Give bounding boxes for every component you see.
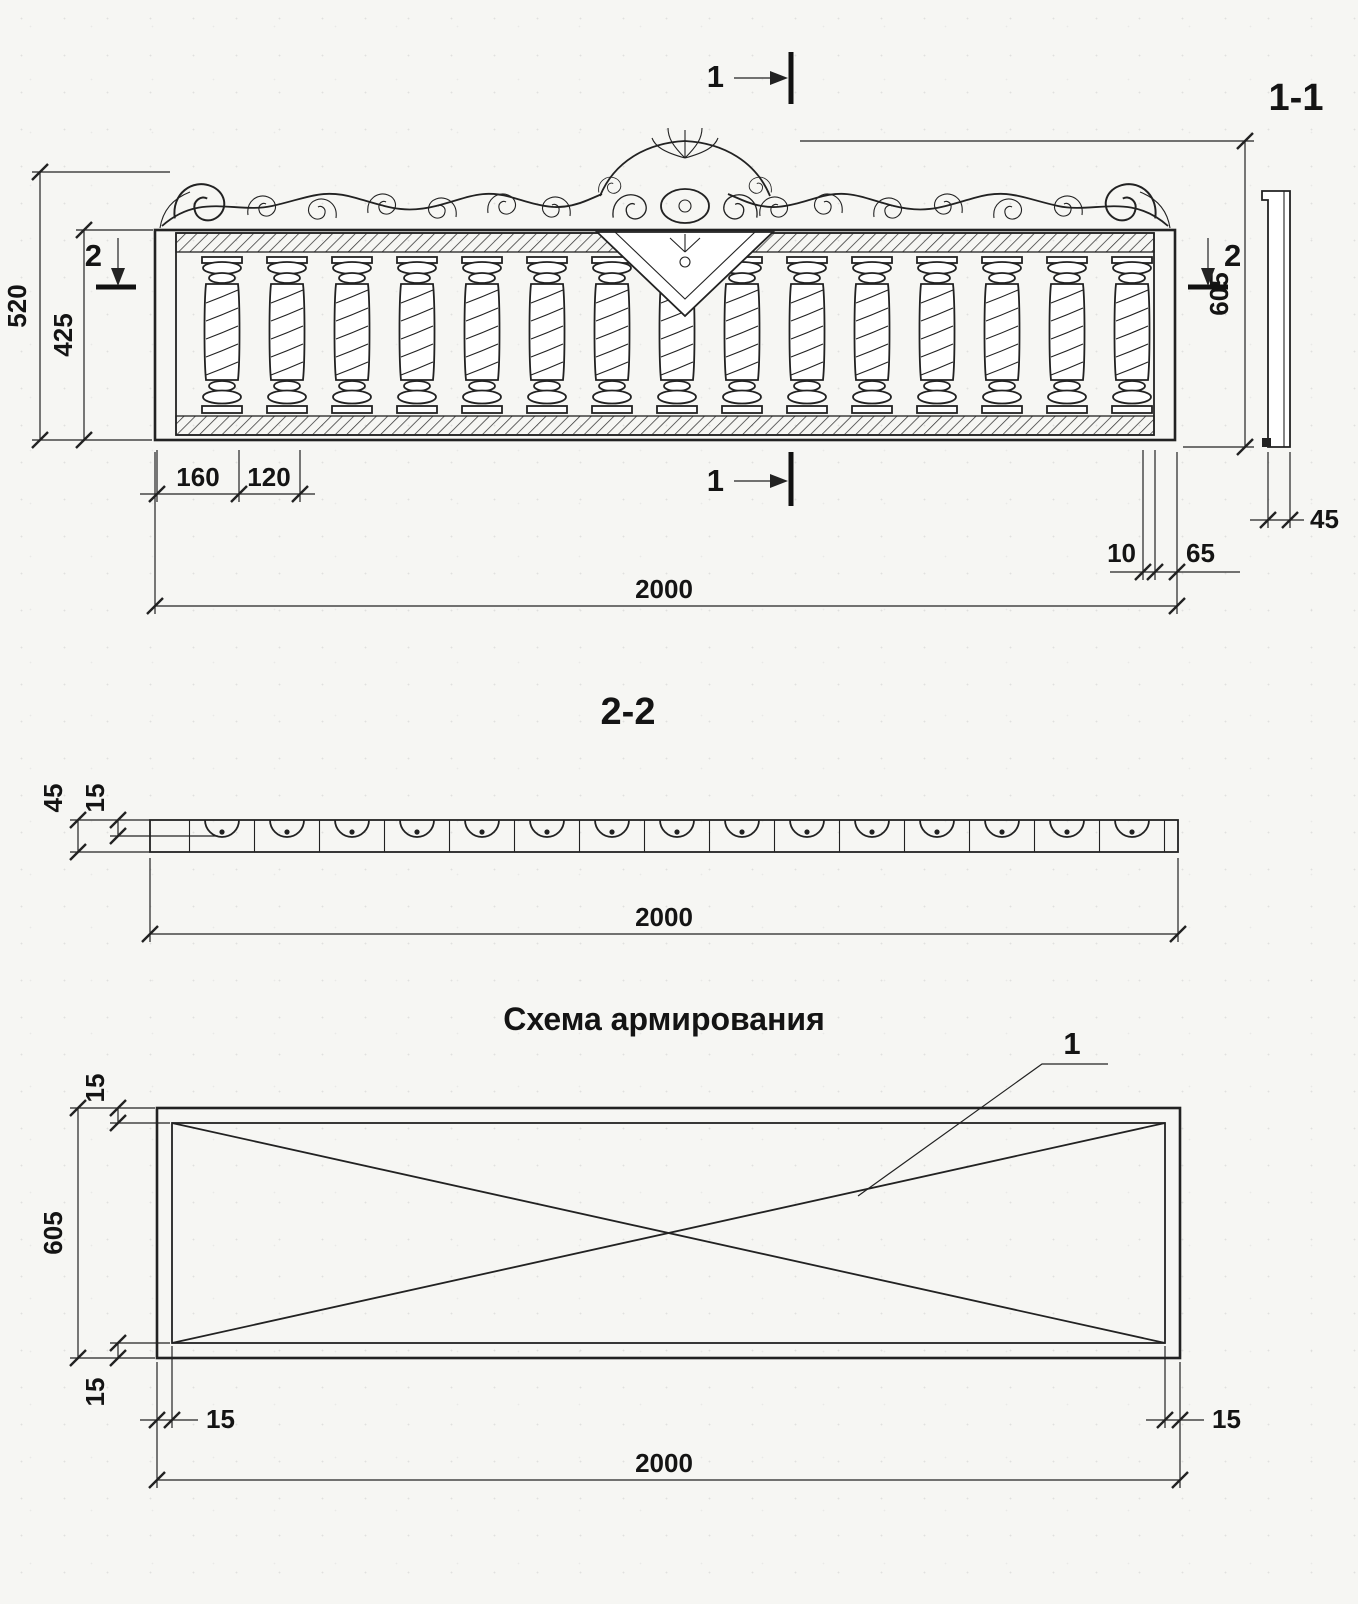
- dim-label-15-s22: 15: [80, 784, 110, 813]
- dim-10-65: 10 65: [1107, 450, 1240, 582]
- dim-label-10: 10: [1107, 538, 1136, 568]
- cut-label-1-top: 1: [707, 59, 724, 94]
- dim-15-top-reinf: 15: [80, 1074, 170, 1133]
- section-1-1-title: 1-1: [1269, 77, 1324, 119]
- rebar-mark-label: 1: [1063, 1026, 1080, 1061]
- cut-label-1-bottom: 1: [707, 463, 724, 498]
- dim-label-15-bottom: 15: [80, 1378, 110, 1407]
- section-cut-2-left: 2: [85, 238, 136, 290]
- dim-label-15-right: 15: [1212, 1404, 1241, 1434]
- reinforcement-title: Схема армирования: [503, 1001, 825, 1037]
- dim-label-425: 425: [48, 313, 78, 356]
- dim-label-160: 160: [176, 462, 219, 492]
- dim-160-120: 160 120: [140, 450, 315, 504]
- section-cut-1-bottom: 1: [707, 452, 794, 506]
- dim-15-left-reinf: 15: [140, 1346, 235, 1488]
- dim-label-520: 520: [2, 284, 32, 327]
- rebar-callout: 1: [857, 1026, 1108, 1197]
- cut-label-2-right: 2: [1224, 238, 1241, 273]
- dim-15-right-reinf: 15: [1146, 1346, 1241, 1488]
- dim-label-120: 120: [247, 462, 290, 492]
- section-2-2-title: 2-2: [601, 691, 656, 733]
- dim-label-45: 45: [1310, 504, 1339, 534]
- cut-label-2-left: 2: [85, 238, 102, 273]
- dim-label-2000-reinf: 2000: [635, 1448, 693, 1478]
- dim-15-section22: 15: [80, 784, 218, 846]
- dim-2000-reinf: 2000: [147, 1448, 1190, 1490]
- section-cut-2-right: 2: [1188, 238, 1241, 290]
- dim-425: 425: [48, 220, 153, 450]
- dim-label-15-top: 15: [80, 1074, 110, 1103]
- section-1-1-profile: [1261, 190, 1291, 448]
- section-1-1-view: 1-1 45: [1250, 77, 1339, 534]
- elevation-view: 520 425 160 120 2000: [2, 52, 1255, 616]
- dim-45-section11: 45: [1250, 452, 1339, 534]
- dim-label-45-s22: 45: [38, 784, 68, 813]
- dim-15-bottom-reinf: 15: [80, 1333, 170, 1407]
- reinforcement-outline: [155, 1106, 1182, 1360]
- reinforcement-view: Схема армирования 1 605 15 15: [38, 1001, 1241, 1490]
- dim-45-section22: 45: [38, 784, 150, 862]
- dim-520: 520: [2, 162, 170, 450]
- dim-label-65: 65: [1186, 538, 1215, 568]
- dim-2000-elevation: 2000: [145, 452, 1187, 616]
- dim-label-2000-s22: 2000: [635, 902, 693, 932]
- section-cut-1-top: 1: [707, 52, 794, 104]
- dim-2000-section22: 2000: [140, 858, 1188, 944]
- dim-label-2000: 2000: [635, 574, 693, 604]
- dim-label-15-left: 15: [206, 1404, 235, 1434]
- dim-label-605-reinf: 605: [38, 1211, 68, 1254]
- section-2-2-view: 2-2: [38, 691, 1188, 944]
- dim-605-reinf: 605: [38, 1098, 155, 1368]
- ornamental-crest: [159, 127, 1171, 318]
- section-2-2-strip: [149, 819, 1179, 853]
